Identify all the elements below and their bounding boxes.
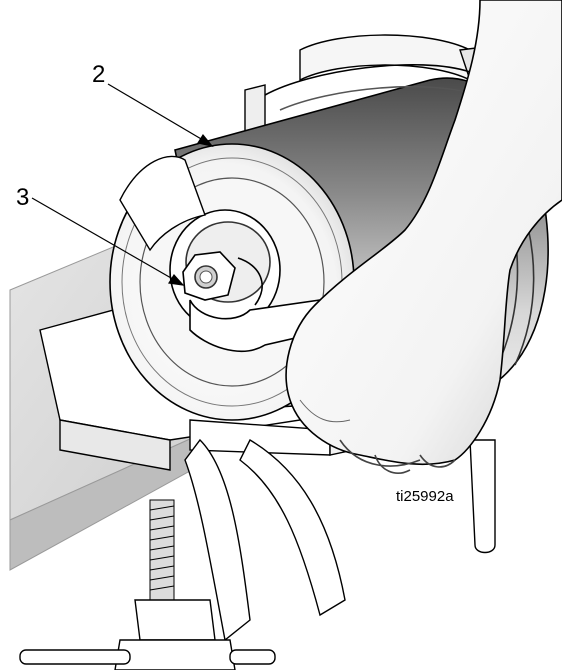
hex-nut [182, 251, 236, 301]
figure-id-label: ti25992a [396, 488, 454, 505]
callout-2-leader [107, 83, 209, 144]
callout-leaders [31, 83, 214, 286]
callout-3-arrowhead [168, 274, 185, 286]
hand [285, 0, 562, 474]
callout-3-leader [31, 197, 179, 283]
callout-3-label: 3 [16, 184, 29, 211]
callout-2-arrowhead [197, 133, 214, 147]
vise-base [19, 599, 276, 670]
callout-2-label: 2 [92, 61, 105, 88]
retaining-strap [119, 155, 206, 252]
